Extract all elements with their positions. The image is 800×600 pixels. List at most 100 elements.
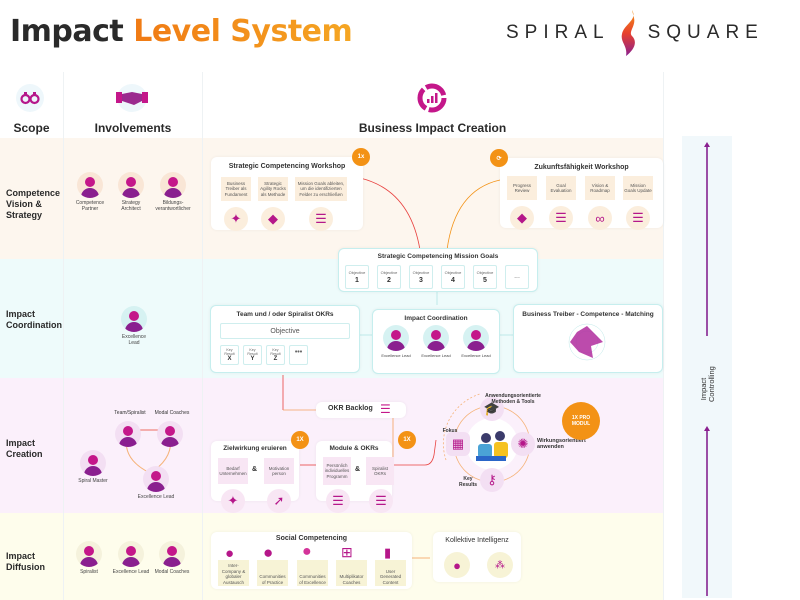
hierarchy-icon: ⊞ [341,544,353,560]
refresh-icon: ⟳ [490,149,508,167]
label-team-spiralist: Team/Spiralist [114,410,146,416]
objective-more[interactable]: ... [505,265,529,289]
cycle-top-label: Anwendungsorientierte Methoden & Tools [485,393,541,405]
list-icon: ☰ [326,489,350,513]
growth-person-icon [118,541,144,567]
column-header-business: Business Impact Creation [358,121,507,135]
row-label-coordination: Impact Coordination [6,309,62,330]
role-excellence-lead-diffusion: Excellence Lead [111,541,151,575]
column-divider [202,72,203,600]
spiralist-icon [115,421,141,447]
kollektive-title: Kollektive Intelligenz [445,537,509,544]
column-divider [663,72,664,600]
module-tile: Spiralist OKRs [366,457,394,485]
list-icon: ☰ [369,489,393,513]
role-strategy-architect: Strategy Architect [113,172,149,212]
flame-icon [621,10,635,56]
ampersand: & [355,466,361,473]
lightbulb-gear-icon: ✺ [511,432,535,456]
role-competence-partner: Competence Partner [72,172,108,212]
label-modal-coaches: Modal Coaches [154,410,190,416]
zielwirkung-title: Zielwirkung eruieren [223,445,287,452]
row-label-creation: Impact Creation [6,438,43,459]
role-modal-coaches-diffusion: Modal Coaches [152,541,192,575]
growth-person-icon [463,325,489,351]
okr-backlog[interactable]: OKR Backlog ☰ [316,402,406,418]
workshop2-tile: Vision & Roadmap [585,176,615,200]
role-team-spiralist [115,421,141,449]
growth-person-icon [423,325,449,351]
globe-icon: ● [225,545,235,562]
row-label-vision: Competence Vision & Strategy [6,188,61,220]
workshop2-tile: Goal Evaluation [546,176,576,200]
mission-goals-title: Strategic Competencing Mission Goals [377,253,499,260]
pro-modul-badge: 1X PRO MODUL [562,402,600,440]
social-item: Communities of Practice [257,560,288,586]
title-part1: Impact [10,14,124,49]
workshop2-tile: Progress Review [507,176,537,200]
cycle-right-label: Wirkungsorientiert anwenden [537,438,586,450]
brain-icon: ● [444,552,470,578]
list-icon: ☰ [626,206,650,230]
radar-chart-icon [568,323,606,361]
social-item: Inter-Company & globaler Austausch [218,560,249,586]
role-bildungsverantwortlicher: Bildungs-verantwortlicher [152,172,194,212]
role-spiralist: Spiralist [74,541,104,575]
okrs-card[interactable]: Team und / oder Spiralist OKRs [210,305,360,373]
workshop1-tile: Mission Goals ableiten, um die identifiz… [295,177,347,201]
growth-person-icon [383,325,409,351]
grid-icon: ▦ [446,432,470,456]
rocket-icon: ➚ [267,489,291,513]
group-icon [157,421,183,447]
column-header-involvements: Involvements [94,121,172,135]
role-spiral-master: Spiral Master [76,450,110,484]
chat-bubbles-icon: ● [302,543,312,560]
arrow-up-icon [704,142,709,336]
logo-left: SPIRAL [506,22,610,43]
coord-lead: Excellence Lead [418,325,454,359]
sparkle-icon: ✦ [221,489,245,513]
spiralist-icon [76,541,102,567]
workshop2-tile: Mission Goals Update [623,176,653,200]
arrow-up-icon [704,426,709,596]
growth-person-icon [121,306,147,332]
key-result-more[interactable]: ••• [289,345,308,365]
document-icon: ▮ [384,545,392,560]
radar-icon: ◆ [261,207,285,231]
radar-icon: ◆ [510,206,534,230]
role-modal-coaches [157,421,183,449]
chart-circle-icon [416,82,448,114]
module-tile: Persönlich individuelles Programm [323,457,351,485]
binoculars-icon: ∞ [588,206,612,230]
cycle-diagram [442,393,531,483]
cycle-left-label: Fokus [442,428,458,434]
row-label-diffusion: Impact Diffusion [6,551,45,572]
module-badge: 1X [398,431,416,449]
workshop1-title: Strategic Competencing Workshop [228,163,346,170]
ampersand: & [252,466,258,473]
logo-right: SQUARE [647,22,764,43]
okr-objective[interactable]: Objective [220,323,350,339]
role-excellence-lead: Excellence Lead [116,306,152,346]
matching-title: Business Treiber - Competence - Matching [522,311,654,318]
coord-lead: Excellence Lead [378,325,414,359]
impact-controlling-label: Impact Controlling [699,366,716,402]
list-icon: ☰ [309,207,333,231]
zielwirkung-tile: Motivation person [264,458,294,484]
workshop2-title: Zukunftsfähigkeit Workshop [534,164,629,171]
group-icon [159,541,185,567]
key-hand-icon: ⚷ [480,468,504,492]
graduate-person-icon [160,172,186,198]
cycle-bottom-label: Key Results [458,476,478,488]
mission-goals-card[interactable]: Strategic Competencing Mission Goals [338,248,538,292]
list-icon: ☰ [380,402,391,416]
